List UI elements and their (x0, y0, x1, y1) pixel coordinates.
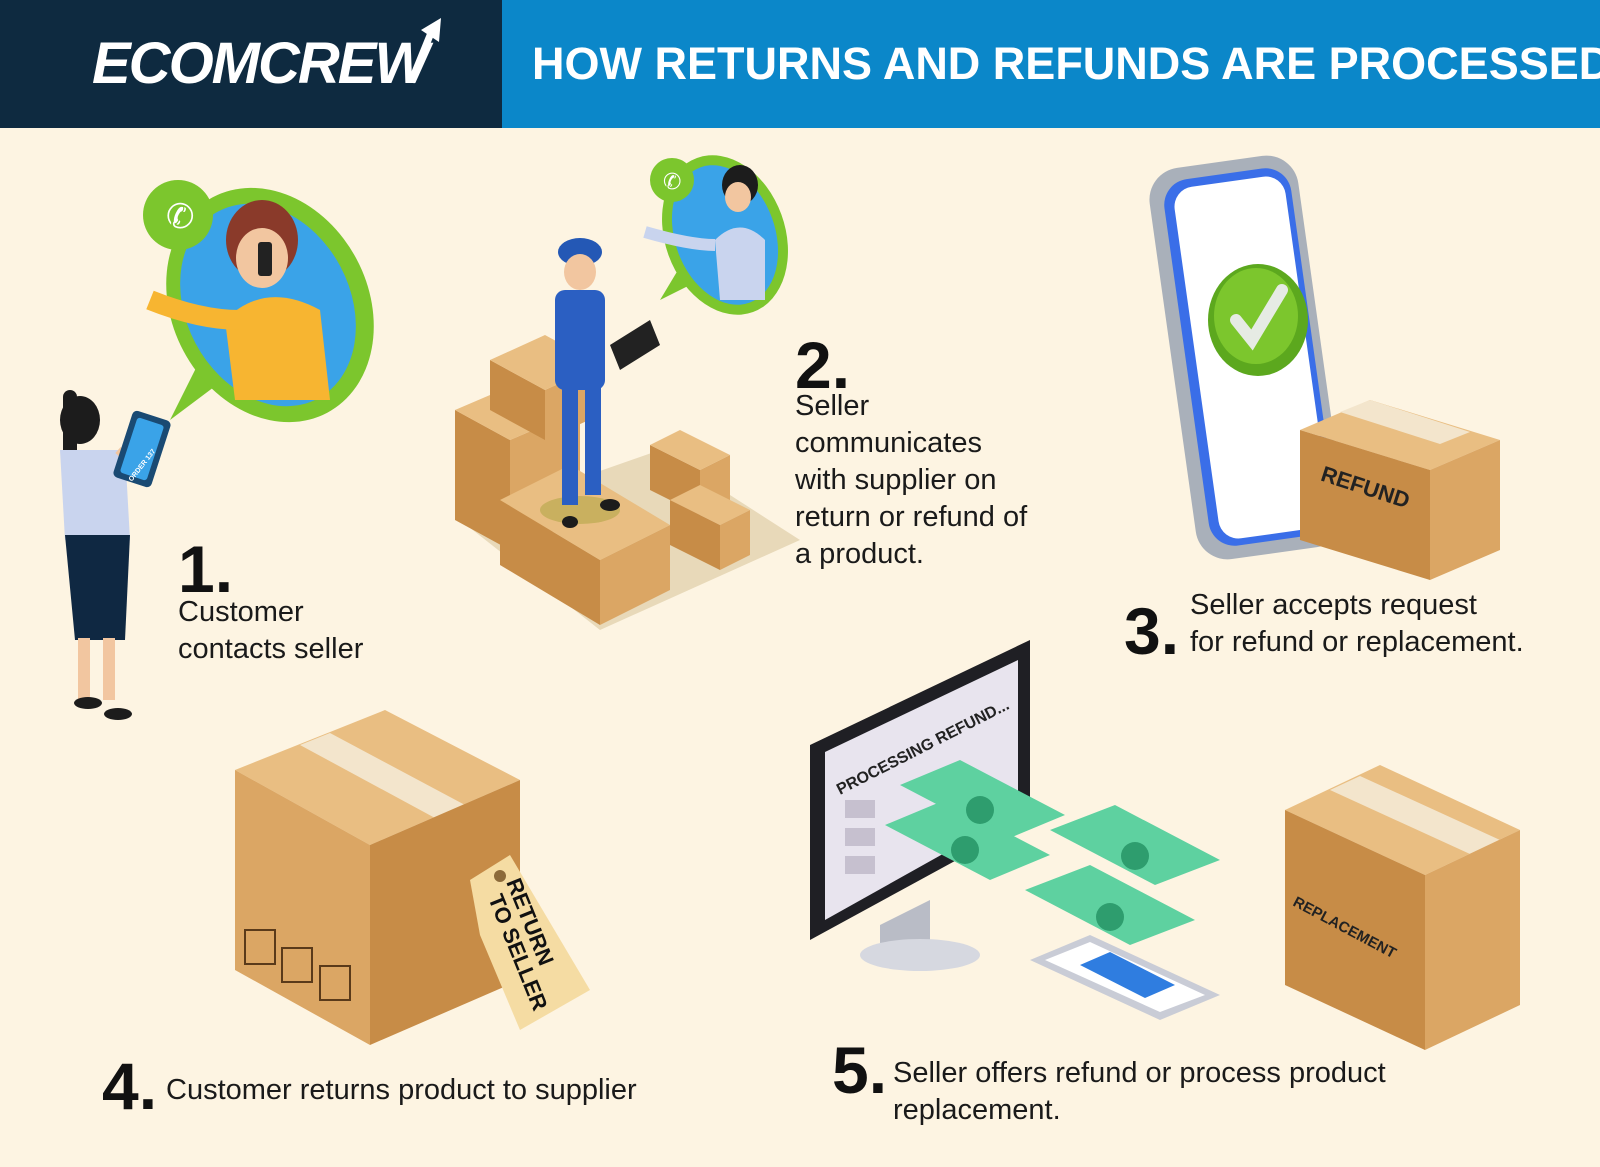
customer-woman-figure: ORDER 137 (60, 390, 171, 720)
step-1-line-1: Customer (178, 596, 304, 628)
step-3-line-1: Seller accepts request (1190, 589, 1477, 621)
phone-check-illustration (1149, 155, 1345, 560)
return-to-seller-tag: RETURN TO SELLER (470, 855, 590, 1030)
header: ECOMCREW HOW RETURNS AND REFUNDS ARE PRO… (0, 0, 1600, 128)
step-1-number: 1. (178, 532, 234, 606)
step-5-line-1: Seller offers refund or process product (893, 1057, 1386, 1089)
step-3-line-2: for refund or replacement. (1190, 626, 1524, 658)
logo: ECOMCREW (92, 31, 429, 96)
boxes-stack-illustration (455, 335, 800, 630)
supplier-bubble-illustration: ✆ (643, 155, 788, 315)
customer-service-bubble-illustration (146, 187, 374, 423)
step-2-text: Seller communicates with supplier on ret… (795, 388, 1027, 573)
page-title: HOW RETURNS AND REFUNDS ARE PROCESSED (532, 38, 1600, 89)
step-5-line-2: replacement. (893, 1094, 1061, 1126)
step-3-text: Seller accepts request for refund or rep… (1190, 587, 1524, 661)
step-2-line-1: Seller (795, 390, 870, 422)
step-1-text: Customer contacts seller (178, 594, 363, 668)
replacement-box-illustration: REPLACEMENT (1285, 765, 1520, 1050)
step-2-line-5: a product. (795, 538, 924, 570)
step-2-line-4: return or refund of (795, 501, 1028, 533)
step-2-line-2: communicates (795, 427, 982, 459)
step-4-line-1: Customer returns product to supplier (166, 1074, 637, 1106)
money-bills-illustration (885, 760, 1220, 945)
logo-panel: ECOMCREW (0, 0, 502, 128)
step-3-number: 3. (1124, 594, 1180, 668)
return-box-illustration (235, 710, 520, 1045)
step-5-number: 5. (832, 1033, 888, 1107)
step-2-number: 2. (795, 328, 851, 402)
phone-bubble-icon: ✆ (143, 180, 213, 250)
phone-icon: ✆ (663, 170, 681, 195)
step-4-text: Customer returns product to supplier (166, 1072, 637, 1109)
step-4-number: 4. (102, 1049, 158, 1123)
title-panel: HOW RETURNS AND REFUNDS ARE PROCESSED (502, 0, 1600, 128)
refund-box-illustration: REFUND (1300, 400, 1500, 580)
logo-arrow-icon (407, 18, 441, 84)
svg-text:✆: ✆ (166, 197, 195, 237)
step-5-text: Seller offers refund or process product … (893, 1055, 1386, 1129)
step-1-line-2: contacts seller (178, 633, 364, 665)
smartphone-card-illustration (1030, 935, 1220, 1020)
step-2-line-3: with supplier on (795, 464, 997, 496)
worker-figure (555, 238, 660, 528)
